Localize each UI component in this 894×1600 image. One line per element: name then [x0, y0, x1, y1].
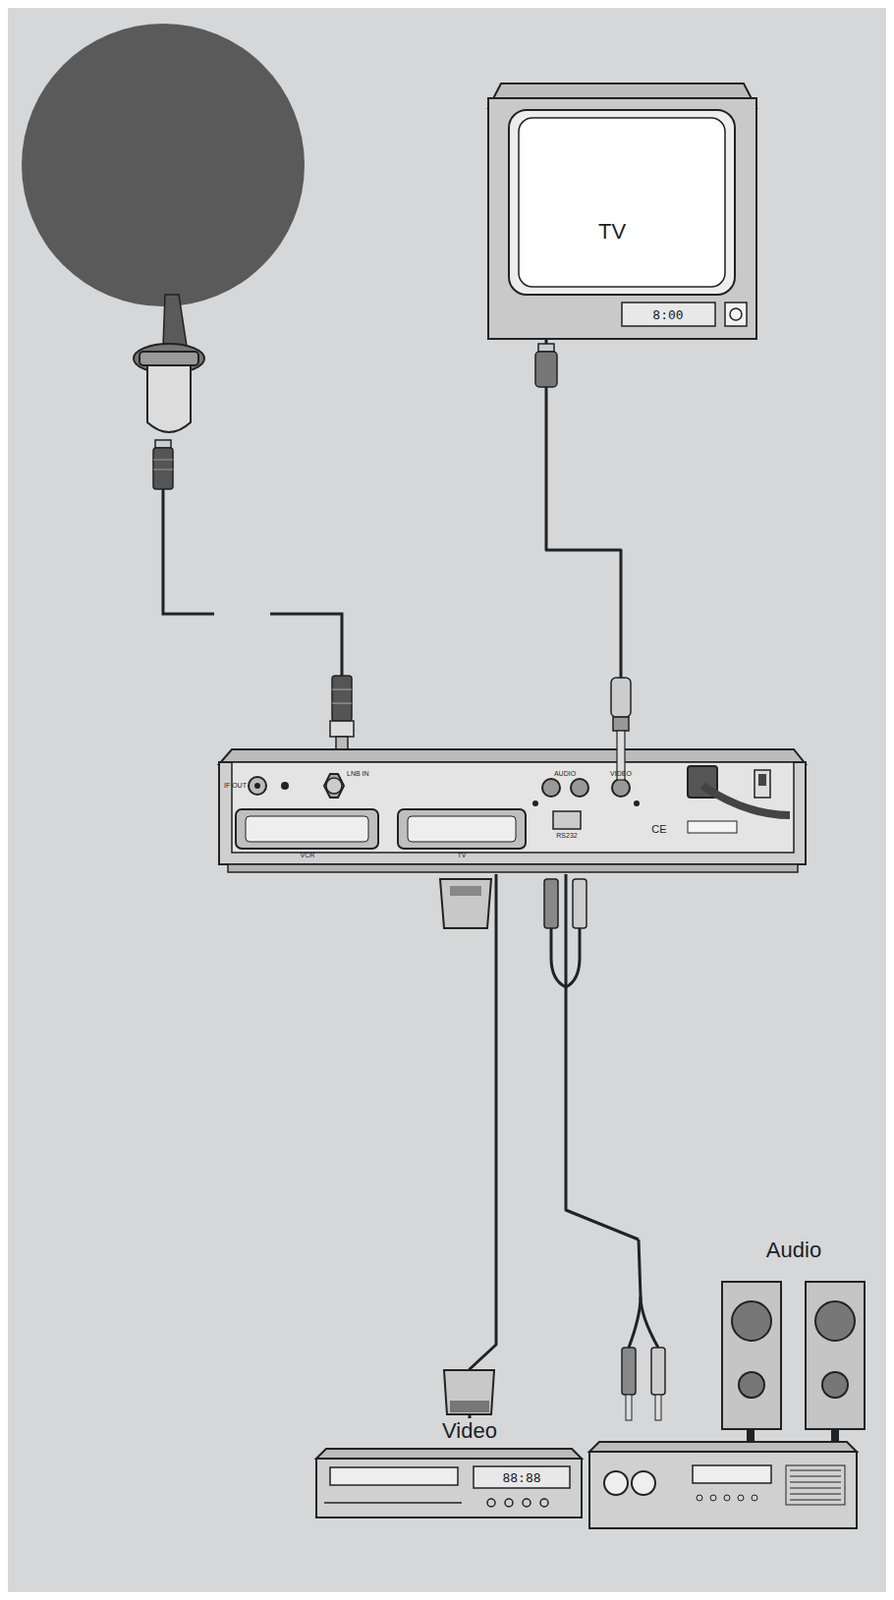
cable: [469, 874, 497, 1419]
device-label: Audio: [766, 1239, 822, 1262]
display-readout: 8:00: [652, 308, 683, 322]
panel-label: CE: [651, 824, 667, 836]
cable: [565, 874, 639, 1240]
scart-plug: [440, 879, 495, 1415]
panel-label: IF OUT: [223, 782, 247, 789]
device-label: TV: [598, 221, 626, 243]
panel-label: VCR: [300, 851, 316, 859]
panel-label: LNB IN: [346, 770, 370, 778]
device-label: Video: [442, 1420, 498, 1443]
satellite-receiver: [219, 749, 806, 873]
television: [488, 83, 757, 339]
panel-label: RS232: [556, 832, 577, 839]
panel-label: AUDIO: [554, 770, 576, 778]
satellite-dish: [21, 23, 354, 765]
display-readout: 88:88: [502, 1471, 541, 1485]
video-recorder-box: Video: [312, 1418, 588, 1527]
receiver-box: IF OUT LNB IN VCR TV AUDIO VIDEO RS232 CE: [219, 749, 806, 875]
panel-label: VIDEO: [610, 770, 632, 778]
panel-label: TV: [457, 851, 467, 859]
rca-plug-pair: [544, 879, 666, 1421]
audio-system: [589, 1282, 865, 1529]
cable: [546, 338, 621, 750]
video-recorder: [316, 1449, 582, 1518]
rca-plug: [535, 343, 631, 781]
television-box: TV: [488, 83, 757, 339]
audio-system-box: Audio: [589, 1239, 865, 1533]
